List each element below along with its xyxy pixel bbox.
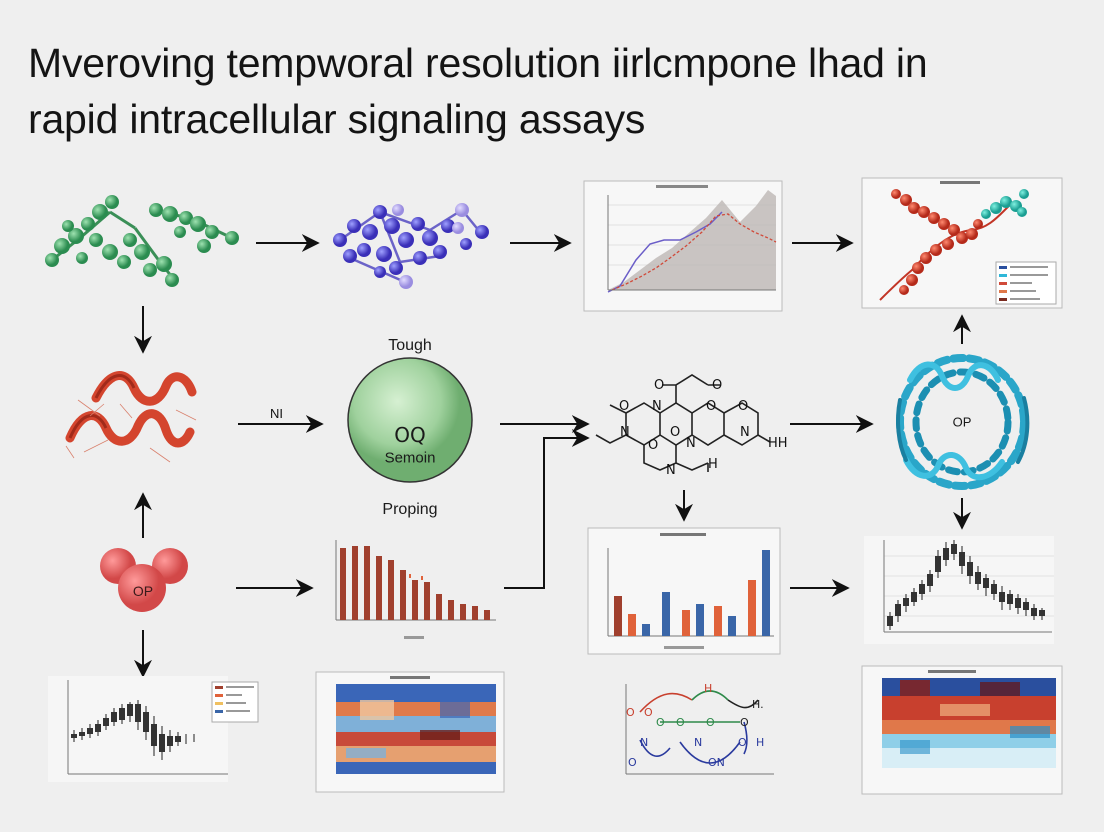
molecular-network-thumbnail: O O H O O O O H. N N O H O ON xyxy=(625,682,774,775)
svg-text:HH: HH xyxy=(768,436,788,451)
red-helix-protein-icon xyxy=(65,371,197,463)
pink-molecule-icon xyxy=(100,548,188,612)
grouped-bar-chart-thumbnail xyxy=(587,527,781,655)
svg-text:O: O xyxy=(648,438,658,453)
title-line-2: rapid intracellular signaling assays xyxy=(28,96,646,142)
area-chart-thumbnail xyxy=(583,180,783,312)
svg-text:H: H xyxy=(704,682,712,695)
arrow-label-ni: NI xyxy=(270,406,283,421)
svg-text:N: N xyxy=(740,425,750,440)
svg-text:H.: H. xyxy=(752,698,764,711)
svg-text:O: O xyxy=(670,425,680,440)
svg-text:O: O xyxy=(676,716,685,729)
chemical-structure-icon xyxy=(595,374,771,472)
svg-text:N: N xyxy=(666,463,676,478)
svg-text:H: H xyxy=(756,736,764,749)
protein-structure-card xyxy=(861,177,1063,309)
sphere-icon xyxy=(347,357,473,483)
candlestick-legend-chart-thumbnail xyxy=(48,676,259,782)
svg-text:N: N xyxy=(686,436,696,451)
svg-text:O: O xyxy=(619,399,629,414)
elbow-connector-arrow-icon xyxy=(504,429,590,589)
declining-bar-chart-thumbnail xyxy=(335,540,496,639)
svg-text:O: O xyxy=(740,716,749,729)
svg-text:O: O xyxy=(628,756,637,769)
sphere-name: Semoin xyxy=(384,449,436,467)
heatmap-thumbnail-2 xyxy=(861,665,1063,795)
svg-text:O: O xyxy=(654,378,664,393)
svg-text:O: O xyxy=(706,399,716,414)
svg-text:O: O xyxy=(656,716,665,729)
sphere-label-bottom: Proping xyxy=(382,501,438,518)
svg-text:N: N xyxy=(640,736,648,749)
svg-text:O: O xyxy=(644,706,653,719)
chemical-atom-labels: O O O N O O N O N N HH O N H xyxy=(619,378,788,478)
svg-text:O: O xyxy=(706,716,715,729)
svg-text:H: H xyxy=(708,457,718,472)
green-molecule-icon xyxy=(45,195,239,287)
sphere-label-top: Tough xyxy=(388,337,432,354)
heatmap-thumbnail-1 xyxy=(315,671,505,793)
svg-text:ON: ON xyxy=(708,756,725,769)
cyan-helix-protein-icon xyxy=(896,354,1030,490)
candlestick-chart-thumbnail xyxy=(864,536,1054,644)
svg-text:N: N xyxy=(652,399,662,414)
svg-text:O: O xyxy=(712,378,722,393)
helix-op-label: OP xyxy=(952,414,972,430)
svg-text:O: O xyxy=(738,399,748,414)
purple-molecule-icon xyxy=(333,203,489,289)
molecule-op-label: OP xyxy=(132,583,154,599)
sphere-symbol: OQ xyxy=(394,423,426,447)
svg-text:N: N xyxy=(620,425,630,440)
svg-text:N: N xyxy=(694,736,702,749)
svg-text:O: O xyxy=(626,706,635,719)
title-line-1: Mveroving tempworal resolution iirlcmpon… xyxy=(28,40,928,86)
svg-text:O: O xyxy=(738,736,747,749)
